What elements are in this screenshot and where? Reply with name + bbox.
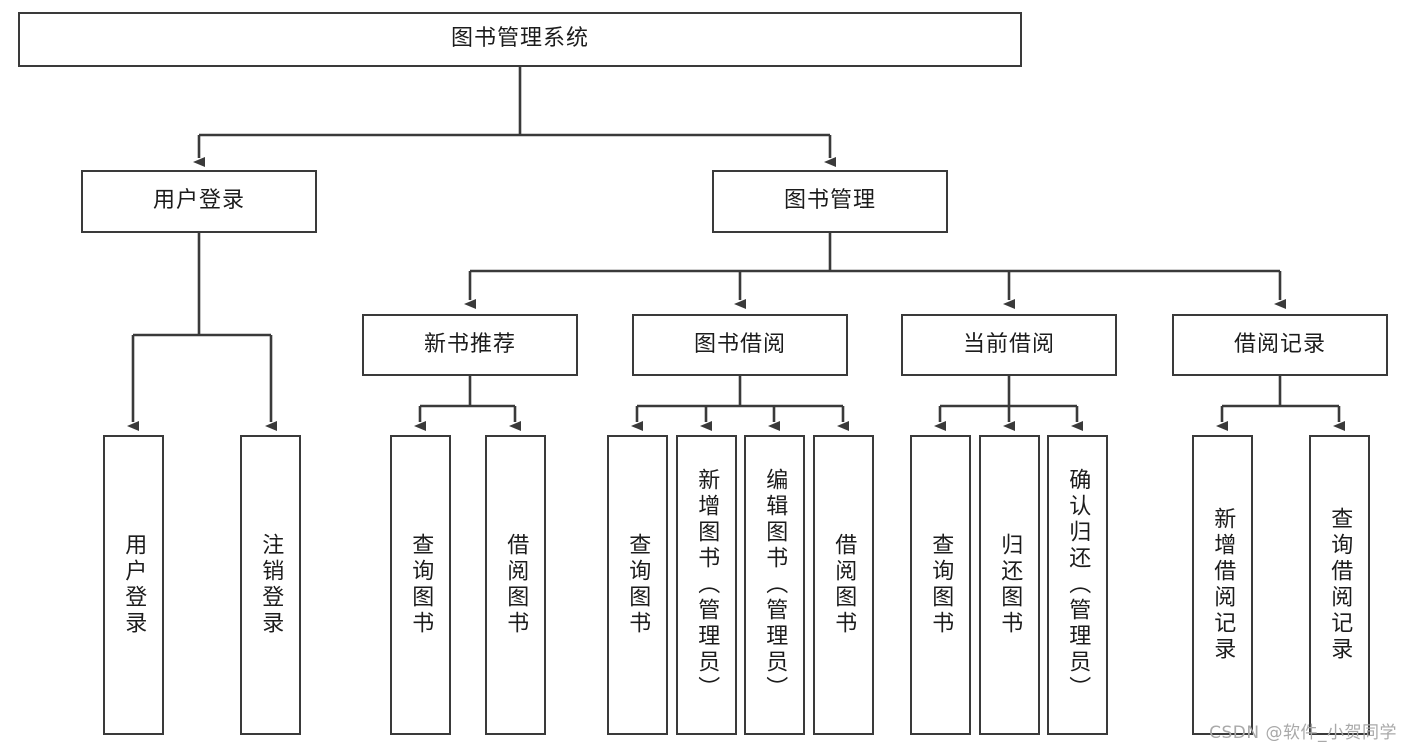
node-book-borrow[interactable]: 图书借阅 <box>632 314 848 376</box>
node-root[interactable]: 图书管理系统 <box>18 12 1022 67</box>
node-leaf-return-book[interactable]: 归还图书 <box>979 435 1040 735</box>
node-new-book-recommend[interactable]: 新书推荐 <box>362 314 578 376</box>
node-leaf-borrow-book-1[interactable]: 借阅图书 <box>485 435 546 735</box>
node-leaf-logout-login[interactable]: 注销登录 <box>240 435 301 735</box>
node-leaf-add-book[interactable]: 新增图书（管理员） <box>676 435 737 735</box>
node-leaf-query-book-1-label: 查询图书 <box>408 533 434 637</box>
node-new-book-recommend-label: 新书推荐 <box>423 331 516 357</box>
node-leaf-logout-login-label: 注销登录 <box>258 533 284 637</box>
node-leaf-user-login-label: 用户登录 <box>121 533 147 637</box>
node-leaf-query-book-3-label: 查询图书 <box>928 533 954 637</box>
node-leaf-borrow-book-2[interactable]: 借阅图书 <box>813 435 874 735</box>
node-leaf-query-book-1[interactable]: 查询图书 <box>390 435 451 735</box>
node-current-borrow[interactable]: 当前借阅 <box>901 314 1117 376</box>
node-leaf-confirm-return-label: 确认归还（管理员） <box>1065 468 1091 702</box>
node-leaf-borrow-book-2-label: 借阅图书 <box>831 533 857 637</box>
node-book-management[interactable]: 图书管理 <box>712 170 948 233</box>
node-leaf-confirm-return[interactable]: 确认归还（管理员） <box>1047 435 1108 735</box>
node-leaf-query-book-2[interactable]: 查询图书 <box>607 435 668 735</box>
node-leaf-query-book-2-label: 查询图书 <box>625 533 651 637</box>
node-leaf-user-login[interactable]: 用户登录 <box>103 435 164 735</box>
node-leaf-add-book-label: 新增图书（管理员） <box>694 468 720 702</box>
node-leaf-add-record-label: 新增借阅记录 <box>1210 507 1236 663</box>
node-book-borrow-label: 图书借阅 <box>693 331 786 357</box>
node-leaf-query-book-3[interactable]: 查询图书 <box>910 435 971 735</box>
node-user-login[interactable]: 用户登录 <box>81 170 317 233</box>
node-leaf-return-book-label: 归还图书 <box>997 533 1023 637</box>
node-leaf-borrow-book-1-label: 借阅图书 <box>503 533 529 637</box>
node-leaf-edit-book-label: 编辑图书（管理员） <box>762 468 788 702</box>
node-borrow-record[interactable]: 借阅记录 <box>1172 314 1388 376</box>
watermark: CSDN @软件_小贺同学 <box>1209 723 1397 743</box>
node-user-login-label: 用户登录 <box>152 188 245 214</box>
node-leaf-query-record-label: 查询借阅记录 <box>1327 507 1353 663</box>
node-book-management-label: 图书管理 <box>783 188 876 214</box>
node-leaf-query-record[interactable]: 查询借阅记录 <box>1309 435 1370 735</box>
node-root-label: 图书管理系统 <box>450 26 589 52</box>
node-leaf-add-record[interactable]: 新增借阅记录 <box>1192 435 1253 735</box>
node-current-borrow-label: 当前借阅 <box>962 331 1055 357</box>
node-leaf-edit-book[interactable]: 编辑图书（管理员） <box>744 435 805 735</box>
node-borrow-record-label: 借阅记录 <box>1233 331 1326 357</box>
